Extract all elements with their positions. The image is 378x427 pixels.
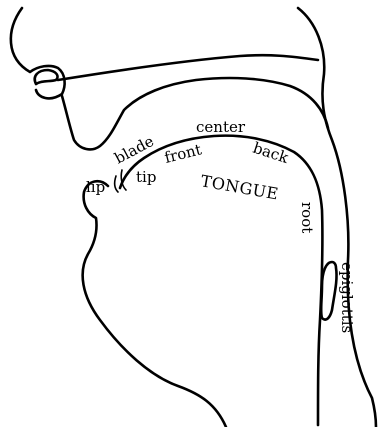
label-root: root xyxy=(298,202,316,233)
label-epiglottis: epiglottis xyxy=(338,262,356,333)
nostril-outline xyxy=(35,70,58,84)
label-blade: blade xyxy=(111,132,156,168)
label-center: center xyxy=(196,118,246,136)
label-lip: lip xyxy=(86,178,105,196)
label-tongue: TONGUE xyxy=(199,171,280,203)
face-profile-outline xyxy=(11,8,65,98)
epiglottis-outline xyxy=(321,262,336,320)
label-back: back xyxy=(251,139,292,168)
lip-articulator-mark xyxy=(115,176,118,192)
label-tip: tip xyxy=(136,168,156,186)
nasal-cavity-line xyxy=(58,55,318,80)
lower-lip-chin-outline xyxy=(83,181,226,427)
